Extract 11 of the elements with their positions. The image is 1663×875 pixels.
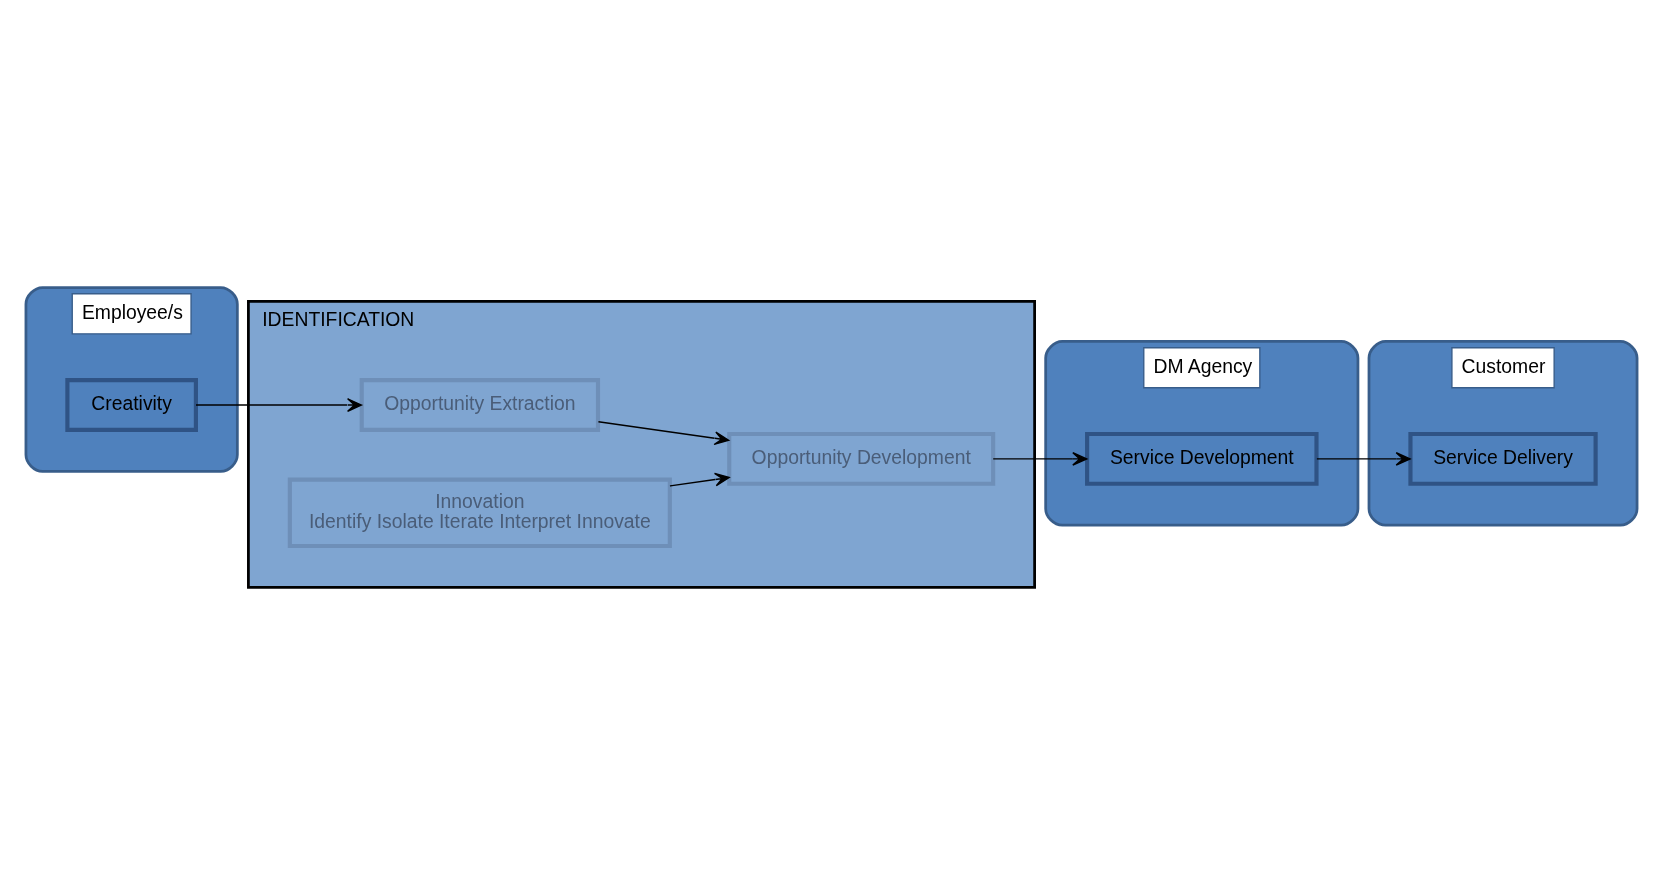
arrow <box>992 452 1088 466</box>
node-box: Creativity <box>65 378 198 432</box>
arrow <box>597 421 730 446</box>
arrow <box>669 472 730 487</box>
node-box: Opportunity Extraction <box>359 378 601 432</box>
node-box: Service Delivery <box>1408 431 1598 486</box>
node-box: Opportunity Development <box>727 431 996 486</box>
node-box: Innovation Identify Isolate Iterate Interpret Innovate <box>287 477 672 549</box>
node-box: Service Development <box>1085 431 1319 486</box>
arrow <box>1316 452 1411 466</box>
arrow <box>195 398 363 412</box>
